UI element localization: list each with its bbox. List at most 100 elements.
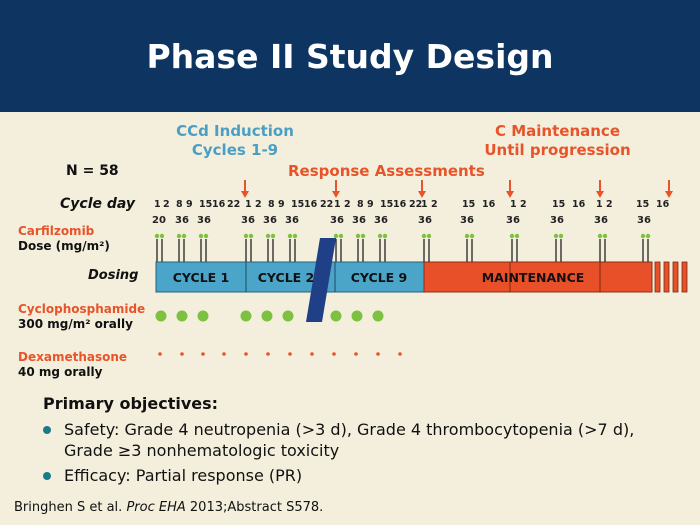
infusion-dot [333,233,339,239]
response-arrow-head [332,191,340,198]
cycle-day-value: 2 [431,199,438,210]
dexamethasone-dose-dot [354,352,358,356]
maintenance-heading: C Maintenance Until progression [470,122,645,160]
cycle-day-value: 16 [656,199,670,210]
dose-value: 36 [352,215,366,226]
carfilzomib-label: Carfilzomib Dose (mg/m²) [18,224,110,254]
dose-value: 36 [197,215,211,226]
dose-value: 36 [330,215,344,226]
infusion-dot [464,233,470,239]
cycle-day-value: 8 [268,199,275,210]
cyclophosphamide-dose-dot [197,310,209,322]
cycle-day-value: 2 [520,199,527,210]
cycle-day-value: 16 [304,199,318,210]
cycle-day-value: 1 [596,199,603,210]
response-arrow-head [241,191,249,198]
continuation-stripe [663,261,670,293]
response-assessments-label: Response Assessments [288,162,485,180]
induction-title: CCd Induction [176,122,294,140]
cyclophosphamide-dose-dot [155,310,167,322]
response-arrow-head [665,191,673,198]
cycle-day-value: 9 [278,199,285,210]
cycle-day-value: 22 [320,199,333,210]
citation: Bringhen S et al. Proc EHA 2013;Abstract… [14,500,323,515]
dose-value: 36 [506,215,520,226]
cyclophosphamide-dose-dot [282,310,294,322]
dose-value: 20 [152,215,166,226]
cyclophosphamide-dose-dot [176,310,188,322]
infusion-dot [509,233,515,239]
dexamethasone-dose-dot [376,352,380,356]
response-arrow-head [596,191,604,198]
continuation-stripe [672,261,679,293]
cycle-label: CYCLE 1 [173,270,230,285]
title-banner: Phase II Study Design [0,0,700,112]
dose-value: 36 [637,215,651,226]
objective-efficacy-text: Efficacy: Partial response (PR) [64,466,303,485]
cycle-day-value: 22 [409,199,422,210]
page-title: Phase II Study Design [146,36,554,76]
dose-value: 36 [374,215,388,226]
infusion-dot [640,233,646,239]
cycle-day-value: 2 [606,199,613,210]
cyclophosphamide-dose-dot [330,310,342,322]
objectives-list: Safety: Grade 4 neutropenia (>3 d), Grad… [40,419,680,486]
citation-details: 2013;Abstract S578. [189,500,324,515]
dose-value: 36 [418,215,432,226]
infusion-dot [154,233,160,239]
infusion-dot [243,233,249,239]
cyclophosphamide-dose-dot [372,310,384,322]
cyclophosphamide-dose-dot [240,310,252,322]
cycle-day-value: 2 [255,199,262,210]
cycle-day-value: 16 [212,199,226,210]
cycle-day-value: 1 [510,199,517,210]
objective-safety-text: Safety: Grade 4 neutropenia (>3 d), Grad… [64,420,635,460]
dexamethasone-dose-dot [201,352,205,356]
cycle-day-value: 15 [636,199,649,210]
infusion-dot [287,233,293,239]
cycle-day-label: Cycle day [60,196,136,212]
bullet-icon [43,472,51,480]
cycle-day-value: 2 [163,199,170,210]
infusion-dot [159,233,165,239]
maintenance-bar [423,261,653,293]
dose-value: 36 [285,215,299,226]
cyclophosphamide-dose-dot [261,310,273,322]
infusion-dot [176,233,182,239]
cyclophosphamide-name: Cyclophosphamide [18,302,146,316]
objective-safety: Safety: Grade 4 neutropenia (>3 d), Grad… [40,419,680,461]
infusion-dot [421,233,427,239]
objective-efficacy: Efficacy: Partial response (PR) [40,465,680,486]
dexamethasone-dose: 40 mg orally [18,365,103,379]
dose-value: 36 [241,215,255,226]
citation-journal: Proc EHA [126,500,186,515]
cycle-day-value: 15 [380,199,393,210]
infusion-dot [558,233,564,239]
infusion-dot [514,233,520,239]
infusion-dot [426,233,432,239]
dexamethasone-name: Dexamethasone [18,350,128,364]
cycle-label: CYCLE 9 [351,270,408,285]
dexamethasone-dose-dot [222,352,226,356]
carfilzomib-dose: Dose (mg/m²) [18,239,110,253]
continuation-stripe [654,261,661,293]
cycle-day-value: 1 [154,199,161,210]
dexamethasone-dose-dot [398,352,402,356]
carfilzomib-name: Carfilzomib [18,224,95,238]
cycle-day-value: 15 [462,199,475,210]
dose-value: 36 [263,215,277,226]
infusion-dot [382,233,388,239]
response-arrow-head [506,191,514,198]
cycle-label: MAINTENANCE [482,270,585,285]
cycle-day-value: 9 [367,199,374,210]
cyclophosphamide-label: Cyclophosphamide 300 mg/m² orally [18,302,145,332]
cycle-day-value: 1 [334,199,341,210]
cycle-day-value: 8 [357,199,364,210]
cycle-day-value: 2 [344,199,351,210]
cyclophosphamide-dose-dot [351,310,363,322]
infusion-dot [377,233,383,239]
dexamethasone-dose-dot [244,352,248,356]
infusion-dot [203,233,209,239]
infusion-dot [338,233,344,239]
infusion-dot [355,233,361,239]
